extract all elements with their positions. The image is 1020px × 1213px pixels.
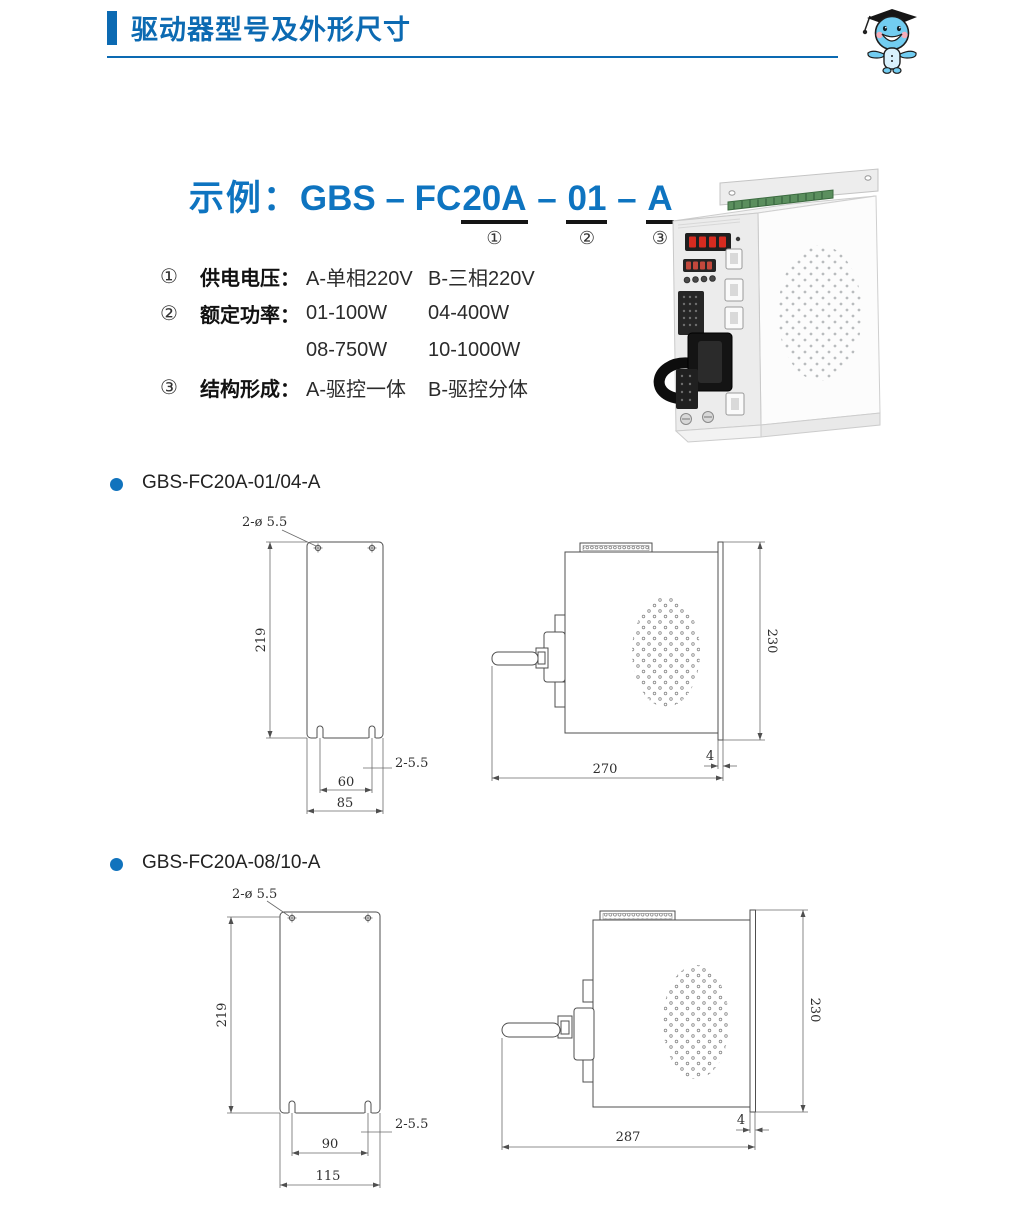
dim-outer-width: 115 [316,1169,341,1184]
drive-outline [279,911,381,1114]
dimension-drawing-side-1: 230 270 4 [491,541,779,781]
legend-option: 10-1000W [428,339,521,361]
marker-1: ① [486,228,503,248]
panel-buttons [683,275,716,284]
legend-name: 额定功率： [200,305,300,327]
vent-holes [632,597,700,707]
dim-depth: 270 [593,762,618,777]
dim-outer-width: 85 [337,796,354,811]
title-underline [107,56,838,58]
model-part-1: 20A [462,179,527,218]
mounting-bracket [719,168,879,206]
dim-slots: 2-5.5 [395,756,428,771]
terminal-block [727,189,834,211]
example-label: 示例： [188,179,300,218]
mounting-flange [717,541,724,741]
marker-2: ② [578,228,596,248]
legend-option: B-三相220V [428,268,535,290]
dim-inner-width: 90 [322,1137,339,1152]
dimension-drawing-front-2: 219 2-ø 5.5 90 115 2-5.5 [215,887,428,1188]
legend-marker: ① [160,266,178,288]
model-sep-2: – [607,179,647,218]
dim-height: 230 [807,998,822,1023]
terminal-strip [582,545,650,551]
legend-marker: ② [160,303,178,325]
vent-holes [663,965,729,1079]
mascot-icon [862,9,917,74]
model-segment-power-voltage: 20A ① [461,179,528,247]
dimension-drawing-side-2: 230 287 4 [501,909,822,1150]
model-head: GBS – FC [299,179,462,218]
model-segment-rated-power: 01 ② [566,179,608,247]
dimension-drawing-front-1: 219 2-ø 5.5 60 85 2-5.5 [242,515,428,814]
dim-height: 219 [215,1003,230,1028]
legend-option: B-驱控分体 [428,379,528,401]
cable-plug [491,651,539,666]
model-sep-1: – [527,179,567,218]
model-part-3: A [647,179,673,218]
dim-height: 230 [764,629,779,654]
mounting-flange [749,909,756,1113]
dim-slots: 2-5.5 [395,1117,428,1132]
legend-option: A-单相220V [306,268,413,290]
title-accent-bar [107,11,117,45]
cable [653,357,694,405]
section-model-label: GBS-FC20A-01/04-A [142,472,321,493]
legend-option: 01-100W [306,302,388,324]
section-model-label: GBS-FC20A-08/10-A [142,852,321,873]
dim-holes: 2-ø 5.5 [232,887,277,902]
terminal-strip [602,913,673,920]
dim-inner-width: 60 [338,775,355,790]
model-part-2: 01 [567,179,607,218]
page-title: 驱动器型号及外形尺寸 [131,15,411,45]
legend-option: A-驱控一体 [306,379,406,401]
bullet-icon [110,478,123,491]
drive-outline [306,541,384,739]
legend-option: 08-750W [306,339,388,361]
legend-name: 结构形成： [200,379,300,401]
legend-name [200,332,306,369]
legend-marker [160,332,200,369]
vent-holes [778,245,862,381]
cable-plug [501,1022,561,1038]
model-legend: ① 供电电压： A-单相220V B-三相220V ② 额定功率： 01-100… [160,258,535,406]
dim-depth: 287 [616,1130,641,1145]
dim-flange: 4 [706,749,714,764]
product-photo [653,168,881,443]
dim-height: 219 [254,628,269,653]
dim-flange: 4 [737,1113,745,1128]
legend-name: 供电电压： [200,268,300,290]
dim-holes: 2-ø 5.5 [242,515,287,530]
bullet-icon [110,858,123,871]
marker-3: ③ [651,228,669,248]
legend-marker: ③ [160,377,178,399]
legend-option: 04-400W [428,302,510,324]
